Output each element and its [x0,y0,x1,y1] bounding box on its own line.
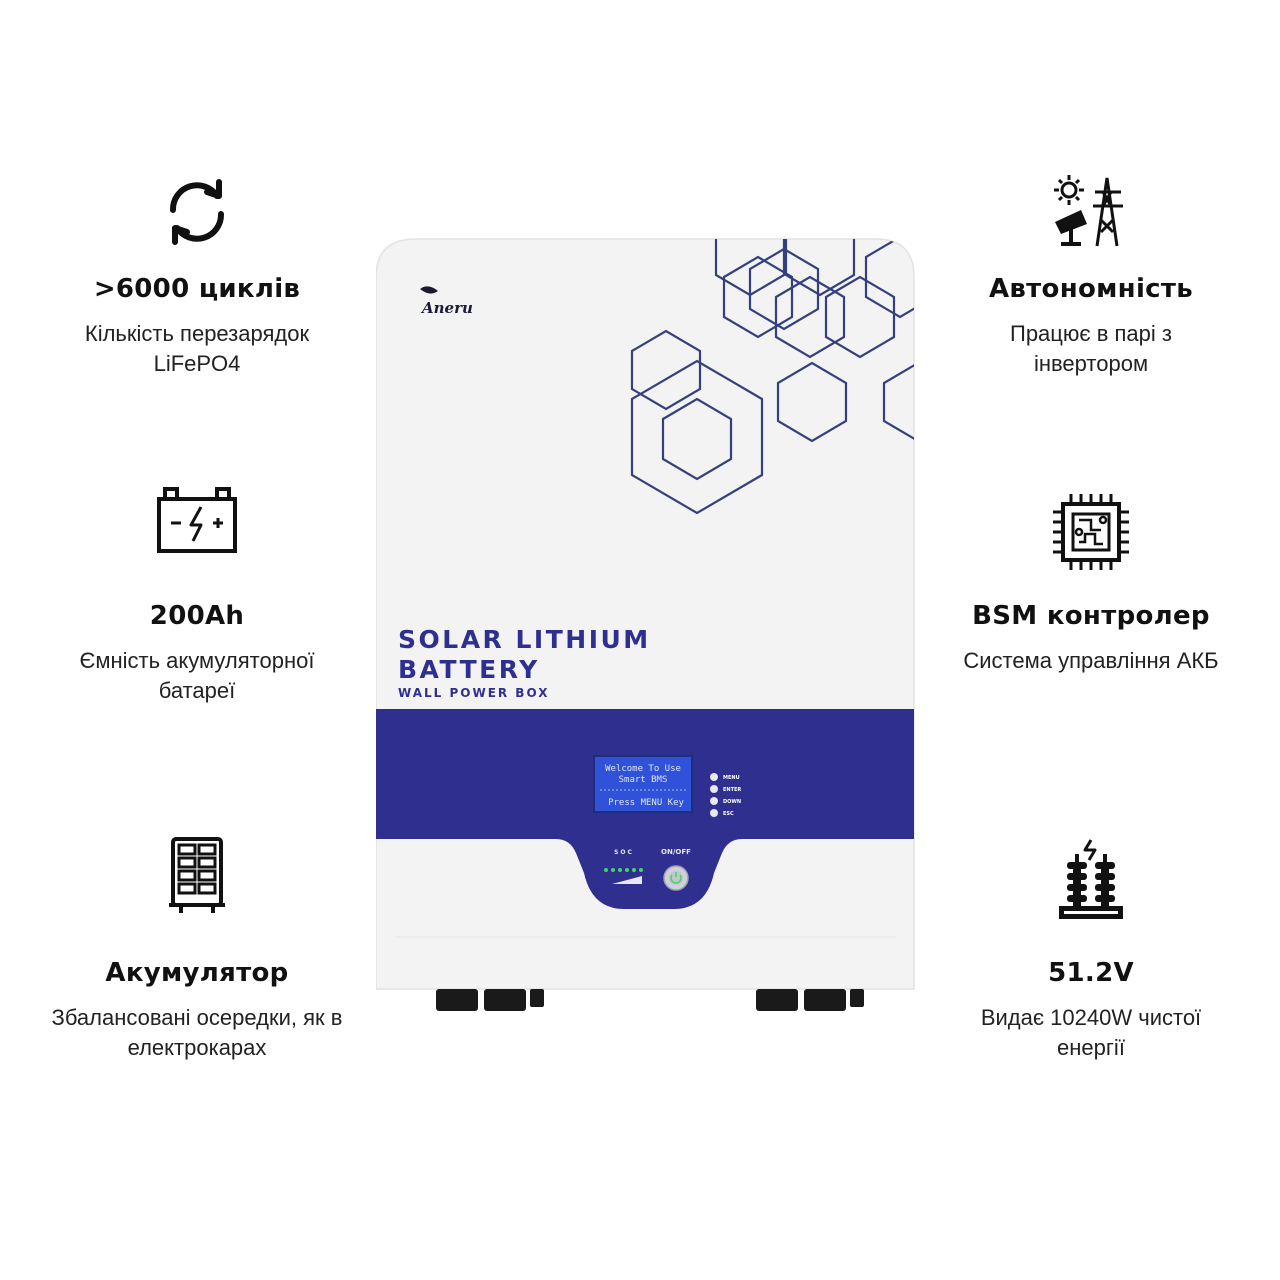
device-subtitle: WALL POWER BOX [398,686,549,700]
lcd-screen [593,755,693,813]
feature-description: Кількість перезарядок LiFePO4 [84,321,310,376]
feature-title: Акумулятор [105,958,289,988]
svg-text:Aneru: Aneru [420,299,473,317]
hexagon-pattern [630,239,914,515]
feature-battery: Акумулятор Збалансовані осередки, як в е… [7,835,387,1070]
brand-logo: Aneru [420,286,473,317]
feature-voltage: 51.2V Видає 10240W чистої енергії [901,838,1280,1068]
chip-controller-icon [1053,494,1129,570]
lcd-line-2: Smart BMS [619,775,668,785]
power-button[interactable] [663,865,689,891]
feature-title: >6000 циклів [93,274,301,304]
device-title-line2: BATTERY [398,655,540,684]
esc-button[interactable]: ESC [710,809,734,817]
feature-description: Система управління АКБ [963,648,1219,673]
car-battery-icon [157,487,237,553]
feature-bms: BSM контролер Система управління АКБ [901,490,1280,715]
svg-text:MENU: MENU [723,775,740,781]
svg-text:ESC: ESC [723,811,734,817]
soc-level-wedge [612,876,642,884]
lcd-line-3: Press MENU Key [608,798,684,808]
enter-button[interactable]: ENTER [710,785,741,793]
battery-device: Aneru SOLAR LITHIUM BATTERY WALL POWER B… [376,238,915,1011]
feature-capacity: 200Ah Ємність акумуляторної батареї [7,485,387,715]
soc-indicator-leds [604,868,643,872]
solar-grid-tower-icon [1054,175,1123,247]
lcd-line-1: Welcome To Use [605,764,681,774]
power-label: ON/OFF [661,848,691,856]
down-button[interactable]: DOWN [710,797,741,805]
soc-label: SOC [614,849,634,856]
left-terminals [436,989,544,1011]
voltage-insulator-icon [1059,839,1123,919]
svg-text:ENTER: ENTER [723,787,741,793]
feature-description: Ємність акумуляторної батареї [79,648,315,703]
device-title-line1: SOLAR LITHIUM [398,625,651,654]
refresh-cycle-icon [169,179,225,245]
feature-title: Автономність [989,274,1193,304]
feature-cycles: >6000 циклів Кількість перезарядок LiFeP… [7,172,387,392]
feature-description: Працює в парі з інвертором [1010,321,1172,376]
feature-title: 200Ah [149,601,245,631]
feature-description: Збалансовані осередки, як в електрокарах [51,1005,343,1060]
feature-title: BSM контролер [972,601,1210,631]
menu-button[interactable]: MENU [710,773,740,781]
feature-autonomy: Автономність Працює в парі з інвертором [901,172,1280,392]
feature-title: 51.2V [1048,958,1134,988]
right-terminals [756,989,864,1011]
feature-description: Видає 10240W чистої енергії [980,1005,1202,1060]
battery-cells-icon [169,837,225,913]
svg-text:DOWN: DOWN [723,799,741,805]
